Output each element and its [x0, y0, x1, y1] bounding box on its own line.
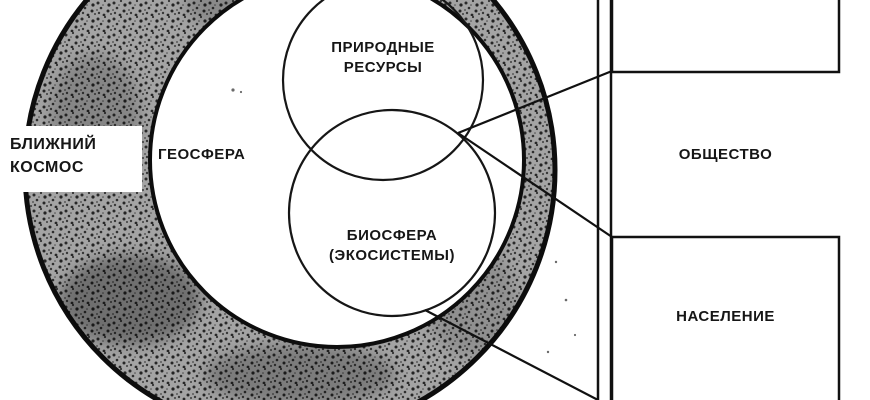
- near-space-label-line1: БЛИЖНИЙ: [10, 136, 97, 153]
- population-label: НАСЕЛЕНИЕ: [676, 308, 775, 325]
- geosphere-label: ГЕОСФЕРА: [158, 146, 246, 163]
- near-space-label-box: [2, 126, 142, 192]
- biosphere-circle: [287, 108, 497, 318]
- near-space-label-line2: КОСМОС: [10, 159, 84, 176]
- biosphere-label-line2: (ЭКОСИСТЕМЫ): [329, 247, 455, 264]
- connector-line-upper: [457, 69, 613, 135]
- scan-specks: [231, 88, 577, 354]
- top-right-box: [610, 0, 841, 74]
- near-space-label: БЛИЖНИЙ КОСМОС: [10, 133, 96, 179]
- natural-resources-label-line2: РЕСУРСЫ: [343, 59, 423, 76]
- society-label: ОБЩЕСТВО: [678, 146, 773, 163]
- biosphere-label: БИОСФЕРА (ЭКОСИСТЕМЫ): [282, 226, 502, 266]
- natural-resources-label-line1: ПРИРОДНЫЕ: [331, 39, 435, 56]
- biosphere-label-line1: БИОСФЕРА: [346, 227, 438, 244]
- connector-line-bottom: [424, 309, 599, 400]
- geosphere-circle: [148, 0, 526, 349]
- natural-resources-circle: [281, 0, 485, 182]
- population-box: [610, 235, 841, 400]
- connector-line-lower: [457, 132, 613, 238]
- natural-resources-label: ПРИРОДНЫЕ РЕСУРСЫ: [283, 38, 483, 78]
